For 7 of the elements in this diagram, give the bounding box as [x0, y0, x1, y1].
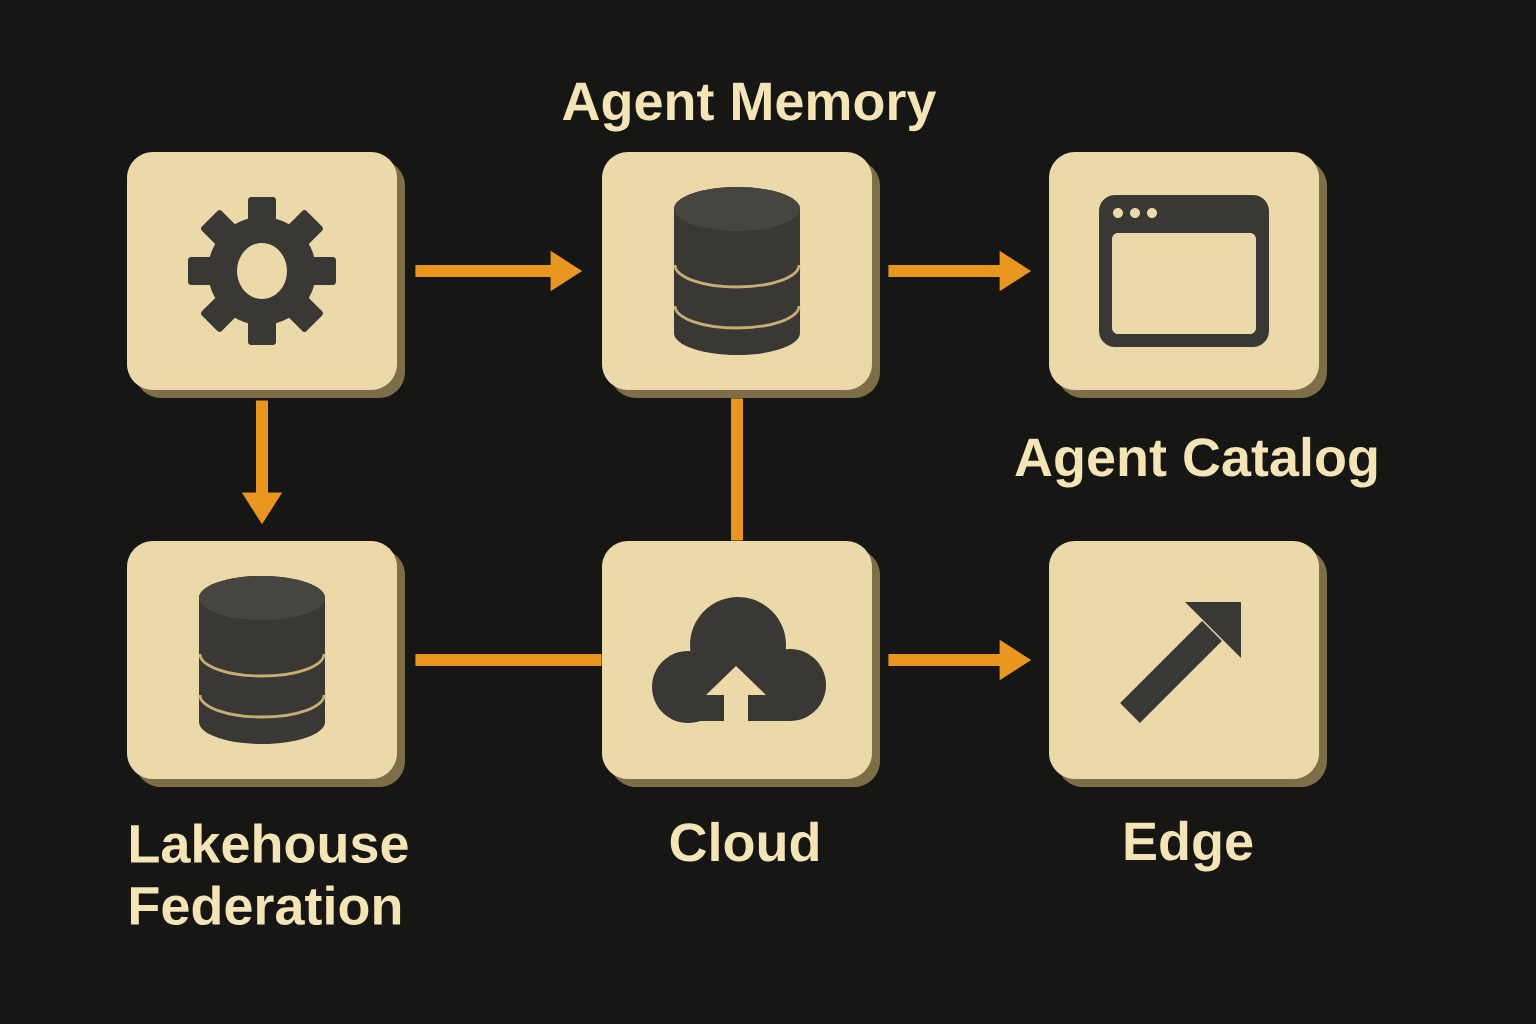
tile-label: Agent Catalog: [1015, 436, 1377, 488]
tile-label: Agent Memory: [562, 82, 937, 132]
connector-line: [415, 654, 602, 666]
tile-label: Edge: [1125, 820, 1253, 872]
tile-label: Lakehouse Federation: [131, 823, 408, 926]
tile-label: Cloud: [670, 821, 818, 862]
connector-line: [731, 398, 743, 541]
